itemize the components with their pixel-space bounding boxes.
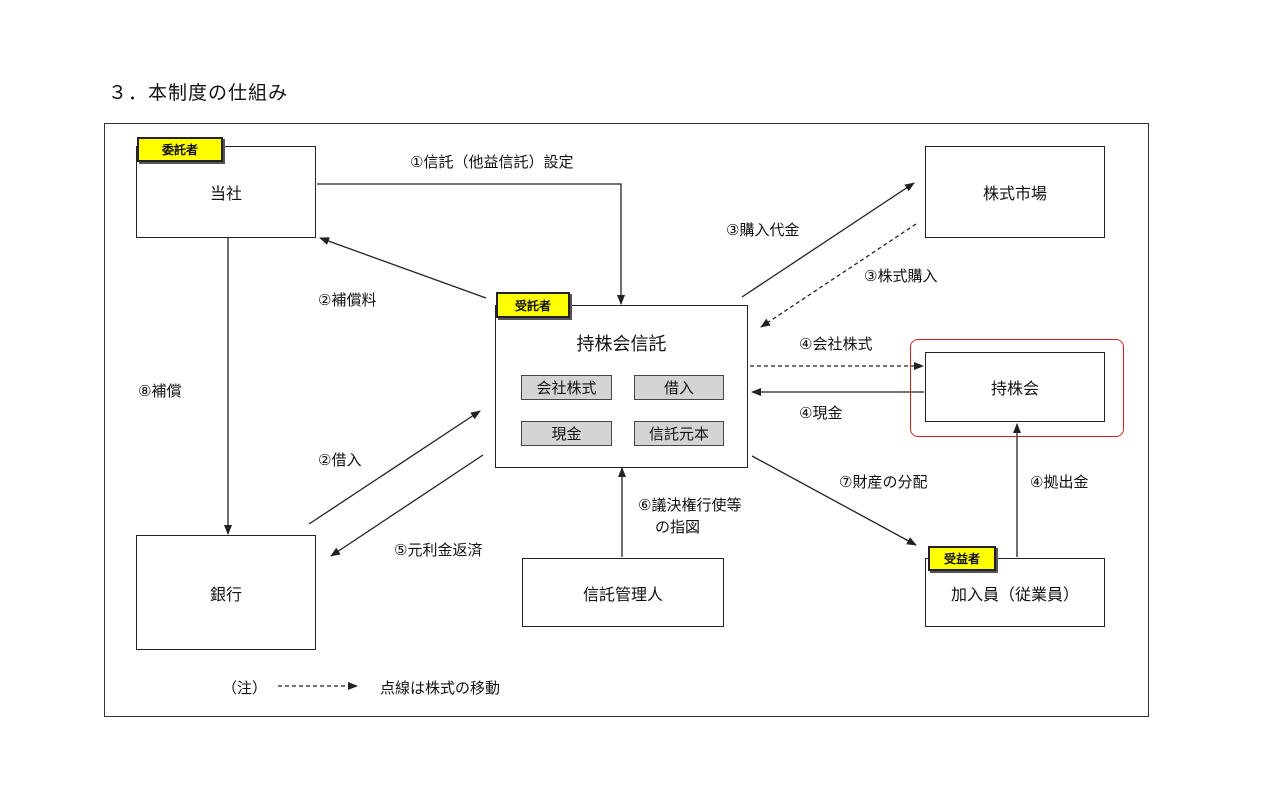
arrow-guarantee-fee: [319, 237, 487, 299]
trust-label: 持株会信託: [576, 334, 667, 355]
stock-market-label: 株式市場: [982, 184, 1047, 203]
company-label: 当社: [209, 184, 242, 203]
label-voting-instruction-1: ⑥議決権行使等: [638, 496, 742, 514]
trust-item-company-stock: 会社株式: [521, 375, 612, 400]
label-repayment: ⑤元利金返済: [394, 541, 483, 559]
label-company-stock: ④会社株式: [799, 335, 873, 353]
label-purchase-payment: ③購入代金: [726, 221, 800, 239]
arrow-purchase-payment: [741, 182, 915, 298]
settlor-tag: 委託者: [137, 137, 223, 162]
arrow-distribution: [751, 455, 917, 546]
label-loan: ②借入: [318, 451, 362, 469]
label-contribution: ④拠出金: [1030, 473, 1089, 491]
arrow-stock-purchase: [760, 223, 917, 328]
highlight-outline: [910, 339, 1124, 437]
bank-label: 銀行: [209, 584, 242, 604]
note-text: 点線は株式の移動: [380, 679, 501, 697]
beneficiary-tag: 受益者: [928, 546, 996, 571]
label-guarantee: ⑧補償: [138, 382, 182, 400]
note-prefix: （注）: [222, 679, 268, 697]
holding-association-box: 持株会: [925, 352, 1105, 422]
label-distribution: ⑦財産の分配: [839, 473, 928, 491]
bank-box: 銀行: [136, 535, 316, 650]
arrow-loan: [308, 410, 481, 525]
label-voting-instruction-2: の指図: [655, 518, 701, 536]
label-trust-setup: ①信託（他益信託）設定: [410, 153, 574, 171]
arrow-trust-setup: [317, 183, 625, 305]
section-heading: ３．本制度の仕組み: [108, 82, 289, 104]
holding-association-label: 持株会: [990, 379, 1039, 398]
trust-item-loan: 借入: [634, 375, 724, 400]
stock-market-box: 株式市場: [925, 146, 1105, 238]
diagram-frame: [104, 123, 1149, 717]
arrow-repayment: [330, 454, 484, 557]
members-label: 加入員（従業員）: [950, 584, 1079, 604]
trust-item-cash: 現金: [521, 421, 612, 446]
trust-item-principal: 信託元本: [634, 421, 724, 446]
label-cash: ④現金: [799, 404, 843, 422]
label-stock-purchase: ③株式購入: [864, 267, 938, 285]
label-guarantee-fee: ②補償料: [318, 291, 377, 309]
trust-administrator-box: 信託管理人: [522, 558, 724, 627]
trust-administrator-label: 信託管理人: [582, 584, 663, 604]
trustee-tag: 受託者: [496, 292, 570, 318]
